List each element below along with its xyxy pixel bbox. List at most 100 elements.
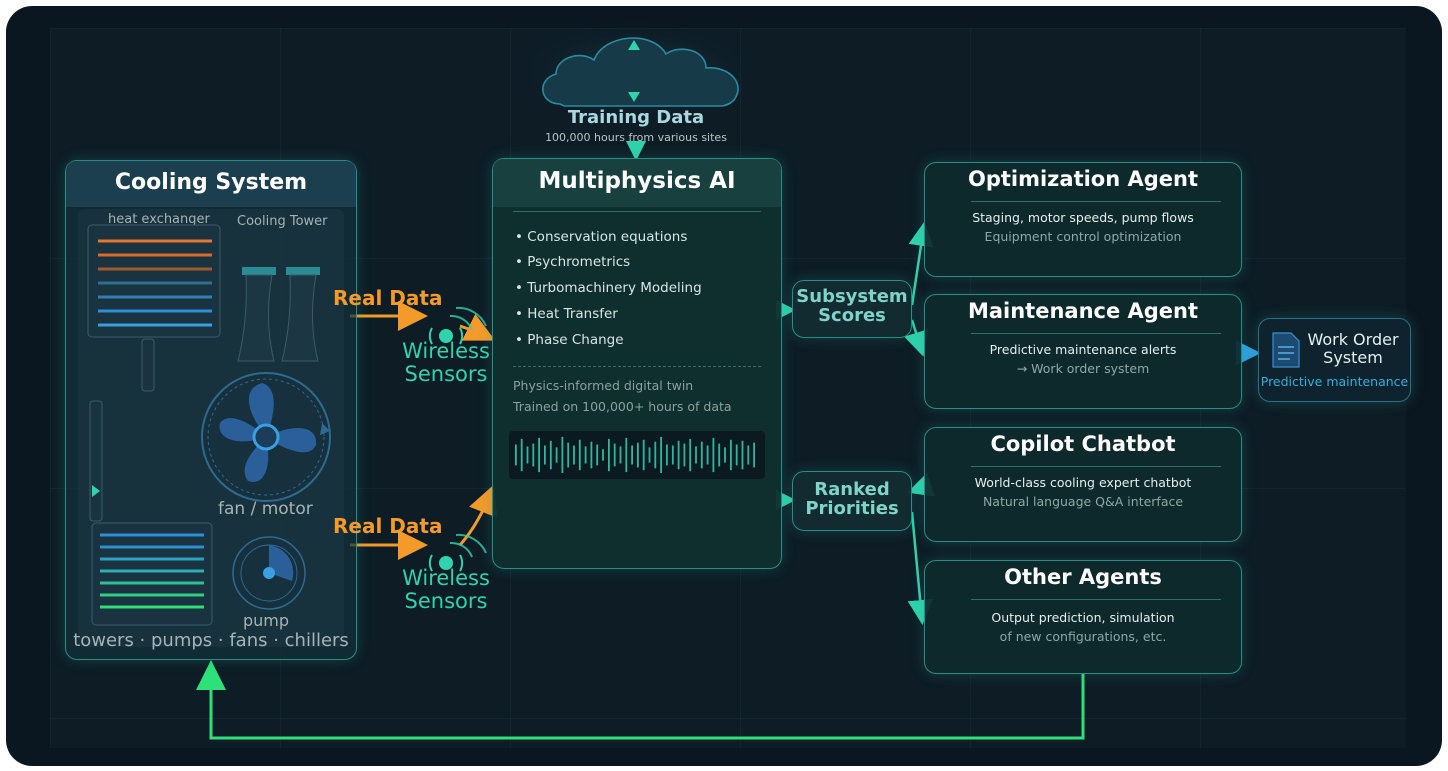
copilot-chatbot-line1: World-class cooling expert chatbot [974, 475, 1192, 490]
feedback-loop-arrow [196, 660, 1085, 740]
multiphysics-ai-box: Multiphysics AI • Conservation equations… [492, 158, 782, 569]
waveform-bar [712, 437, 715, 473]
waveform-bar [706, 445, 709, 465]
ai-bullet-5: • Phase Change [515, 332, 624, 348]
waveform-bar [578, 439, 581, 471]
other-agents-box: Other Agents Output prediction, simulati… [924, 560, 1242, 674]
work-order-line2: System [1323, 348, 1383, 367]
training-data-subtitle: 100,000 hours from various sites [545, 131, 727, 144]
waveform-bar [741, 440, 744, 470]
waveform-visual [509, 431, 765, 479]
waveform-bar [648, 447, 651, 463]
waveform-bar [532, 443, 535, 467]
waveform-bar [747, 445, 750, 465]
waveform-bar [538, 437, 540, 473]
wireless-icon [428, 533, 487, 572]
waveform-bar [625, 437, 628, 473]
real-data-label-bottom: Real Data [333, 514, 443, 538]
fan-icon [201, 372, 331, 502]
ranked-priorities-line2: Priorities [805, 498, 899, 519]
waveform-bar [724, 447, 726, 463]
ranked-priorities-box: Ranked Priorities [792, 471, 912, 531]
waveform-bar [631, 445, 633, 465]
waveform-bar [596, 444, 599, 466]
document-icon [1272, 332, 1300, 368]
multiphysics-ai-title: Multiphysics AI [538, 168, 736, 194]
waveform-bar [515, 444, 517, 466]
maintenance-agent-box: Maintenance Agent Predictive maintenance… [924, 294, 1242, 409]
cooling-footer-label: towers · pumps · fans · chillers [73, 630, 349, 651]
ai-bullet-2: • Psychrometrics [515, 254, 631, 270]
waveform-bar [549, 440, 552, 470]
ai-bullet-4: • Heat Transfer [515, 306, 618, 322]
waveform-bar [718, 443, 721, 467]
waveform-bar [526, 446, 529, 464]
waveform-bar [567, 442, 570, 468]
waveform-bar [608, 438, 610, 472]
optimization-agent-title: Optimization Agent [967, 167, 1199, 191]
maintenance-agent-line1: Predictive maintenance alerts [989, 342, 1177, 357]
waveform-bar [677, 440, 680, 470]
cloud-icon [508, 20, 764, 124]
work-order-line1: Work Order [1307, 330, 1399, 349]
waveform-bar [700, 441, 703, 469]
waveform-bar [683, 443, 686, 467]
waveform-bar [544, 445, 546, 465]
other-agents-line1: Output prediction, simulation [991, 610, 1175, 625]
cooling-tower-label: Cooling Tower [237, 214, 328, 229]
training-data-title: Training Data [567, 107, 705, 128]
subsystem-scores-line1: Subsystem [796, 286, 908, 307]
other-agents-title: Other Agents [1004, 565, 1162, 589]
waveform-bar [735, 444, 738, 466]
work-order-system-box: Work Order System Predictive maintenance [1258, 318, 1411, 402]
waveform-bar [520, 438, 523, 472]
ai-bullet-3: • Turbomachinery Modeling [515, 280, 702, 296]
real-data-label-top: Real Data [333, 286, 443, 310]
waveform-bar [613, 443, 616, 467]
waveform-bar [573, 445, 575, 465]
waveform-bar [695, 446, 697, 464]
waveform-bar [555, 447, 558, 463]
wireless-icon [428, 306, 487, 345]
subsystem-scores-box: Subsystem Scores [792, 280, 912, 338]
waveform-bar [689, 438, 692, 472]
waveform-bar [753, 442, 755, 468]
waveform-bar [584, 446, 587, 464]
waveform-bar [590, 441, 593, 469]
other-agents-line2: of new configurations, etc. [999, 629, 1167, 644]
waveform-bar [666, 444, 668, 466]
waveform-bar [671, 445, 674, 465]
waveform-bar [602, 449, 604, 461]
ai-note-2: Trained on 100,000+ hours of data [513, 399, 732, 414]
waveform-bar [561, 436, 564, 473]
waveform-bar [730, 439, 732, 471]
waveform-bar [619, 446, 622, 464]
heat-exchanger-label: heat exchanger [108, 212, 210, 227]
cooling-system-illustration [87, 224, 331, 626]
cooling-system-box: Cooling System heat exchanger Cooling To… [65, 160, 357, 660]
ai-note-1: Physics-informed digital twin [513, 378, 694, 393]
maintenance-agent-title: Maintenance Agent [967, 299, 1199, 323]
optimization-agent-line2: Equipment control optimization [984, 229, 1182, 244]
optimization-agent-box: Optimization Agent Staging, motor speeds… [924, 162, 1242, 277]
copilot-chatbot-box: Copilot Chatbot World-class cooling expe… [924, 427, 1242, 542]
copilot-chatbot-line2: Natural language Q&A interface [982, 494, 1184, 509]
pump-icon [232, 536, 306, 610]
ai-bullet-1: • Conservation equations [515, 229, 688, 245]
subsystem-scores-line2: Scores [818, 305, 886, 326]
fan-motor-label: fan / motor [218, 499, 313, 519]
waveform-bar [660, 436, 662, 473]
waveform-bar [642, 439, 645, 471]
pump-label: pump [243, 611, 290, 630]
work-order-subtitle: Predictive maintenance [1260, 374, 1409, 389]
maintenance-agent-line2: → Work order system [1016, 361, 1150, 376]
ranked-priorities-line1: Ranked [814, 479, 890, 500]
optimization-agent-line1: Staging, motor speeds, pump flows [972, 210, 1194, 225]
waveform-bar [654, 441, 657, 469]
copilot-chatbot-title: Copilot Chatbot [990, 432, 1176, 456]
waveform-bar [637, 442, 639, 468]
cooling-system-title: Cooling System [114, 170, 308, 195]
